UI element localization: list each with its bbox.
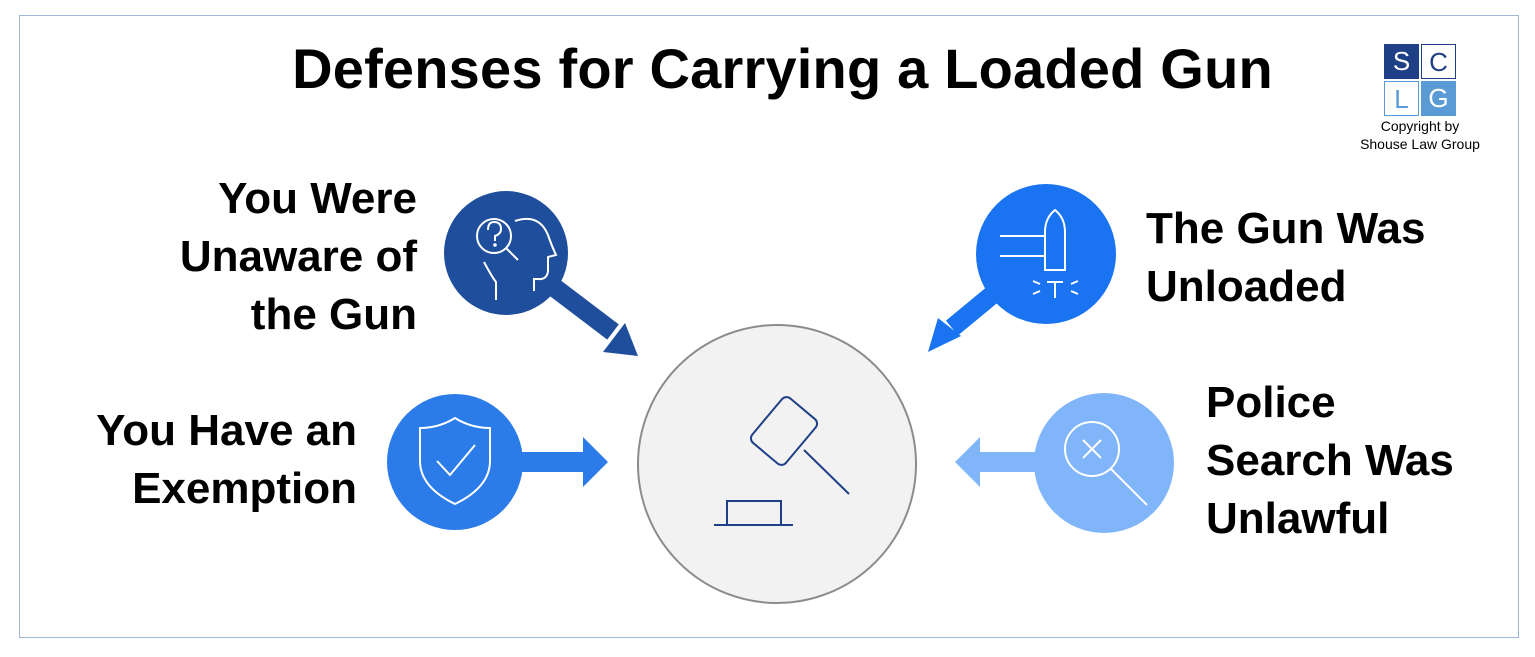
sclg-logo: S C L G	[1384, 44, 1456, 116]
copyright-line: Copyright by	[1380, 118, 1460, 134]
defense-label-exemption: You Have an Exemption	[96, 402, 357, 518]
circle-unaware	[444, 191, 568, 315]
bullet-icon	[1000, 208, 1079, 298]
arrow-police	[955, 437, 1050, 487]
defense-label-police: Police Search Was Unlawful	[1206, 374, 1454, 548]
copyright-line: Shouse Law Group	[1360, 136, 1480, 152]
circle-police	[1034, 393, 1174, 533]
label-line: Exemption	[132, 464, 357, 513]
logo-cell-s: S	[1384, 44, 1419, 79]
label-line: Search Was	[1206, 436, 1454, 485]
circle-exemption	[387, 394, 523, 530]
head-question-magnifier-icon	[476, 217, 558, 300]
arrow-unloaded	[928, 282, 1005, 352]
label-line: You Were	[218, 174, 417, 223]
arrow-unaware	[549, 280, 638, 356]
label-line: Unlawful	[1206, 494, 1390, 543]
logo-cell-l: L	[1384, 81, 1419, 116]
defense-label-unaware: You Were Unaware of the Gun	[180, 170, 417, 344]
defense-label-unloaded: The Gun Was Unloaded	[1146, 200, 1426, 316]
label-line: The Gun Was	[1146, 204, 1426, 253]
page-title: Defenses for Carrying a Loaded Gun	[292, 37, 1273, 100]
label-line: Unaware of	[179, 232, 417, 281]
label-line: You Have an	[96, 406, 357, 455]
arrow-exemption	[505, 437, 608, 487]
logo-cell-c: C	[1421, 44, 1456, 79]
label-line: Police	[1206, 378, 1336, 427]
magnifier-x-icon	[1064, 421, 1148, 506]
logo-cell-g: G	[1421, 81, 1456, 116]
label-line: the Gun	[250, 290, 417, 339]
gavel-icon	[714, 396, 850, 526]
shield-check-icon	[419, 416, 491, 506]
label-line: Unloaded	[1146, 262, 1347, 311]
copyright-text: Copyright by Shouse Law Group	[1350, 117, 1490, 153]
